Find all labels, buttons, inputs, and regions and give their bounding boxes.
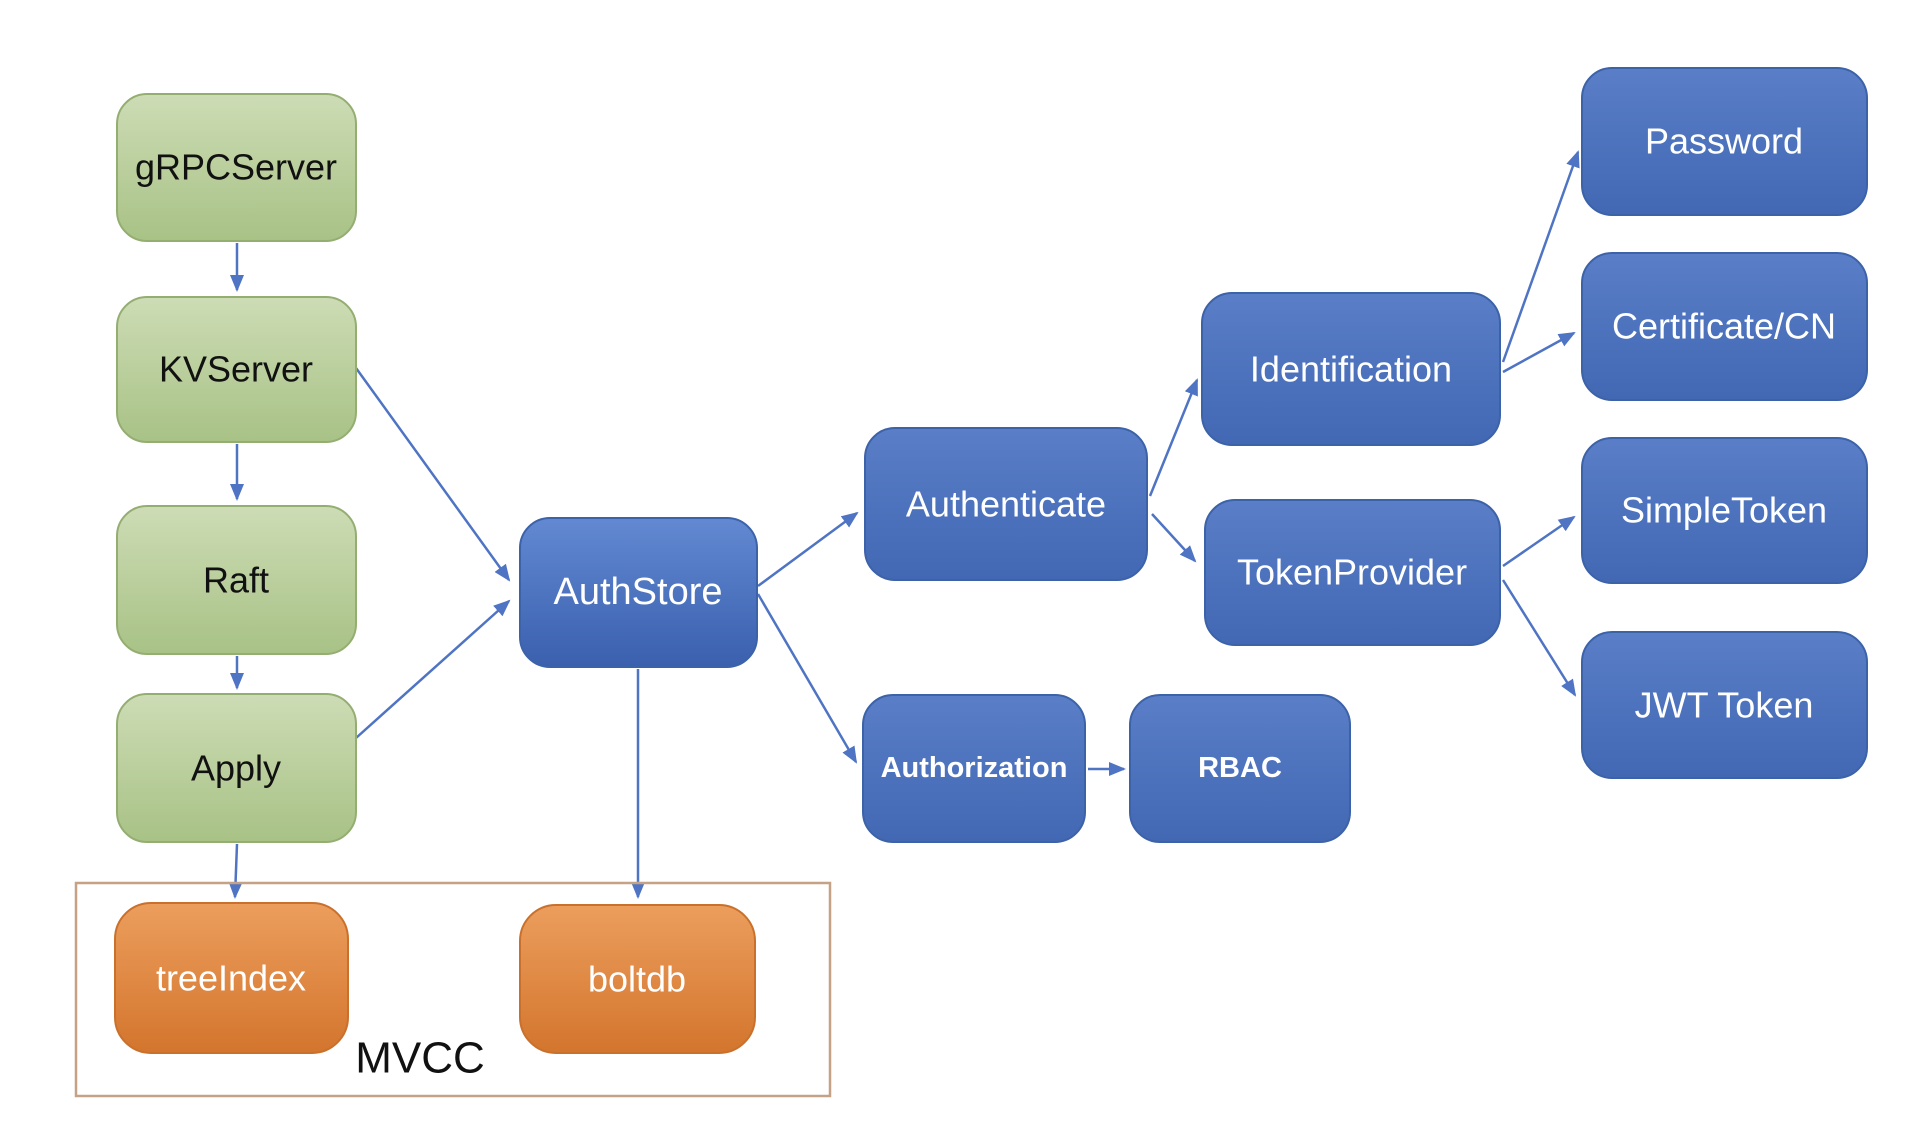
node-boltdb: boltdb <box>519 904 756 1054</box>
authenticate-label: Authenticate <box>906 484 1106 525</box>
edge-apply-authstore <box>355 599 511 739</box>
node-certificate-cn: Certificate/CN <box>1581 252 1868 401</box>
edge-layer <box>228 150 1580 899</box>
identification-label: Identification <box>1250 349 1452 390</box>
authstore-label: AuthStore <box>554 571 723 613</box>
node-apply: Apply <box>116 693 357 843</box>
password-label: Password <box>1645 121 1803 162</box>
jwt-token-label: JWT Token <box>1635 685 1814 726</box>
tokenprovider-box <box>1204 499 1501 646</box>
edge-authenticate-identification <box>1148 378 1199 497</box>
node-tokenprovider: TokenProvider <box>1204 499 1501 646</box>
edge-identification-certificate <box>1502 331 1576 374</box>
edge-authstore-authorization <box>756 593 858 764</box>
jwt-token-box <box>1581 631 1868 779</box>
node-authstore: AuthStore <box>519 517 758 668</box>
node-authenticate: Authenticate <box>864 427 1148 581</box>
edge-authenticate-tokenprovider <box>1151 513 1197 563</box>
node-identification: Identification <box>1201 292 1501 446</box>
authstore-box <box>519 517 758 668</box>
apply-label: Apply <box>191 748 281 789</box>
identification-box <box>1201 292 1501 446</box>
mvcc-container: MVCC <box>74 881 832 1098</box>
node-kvserver: KVServer <box>116 296 357 443</box>
node-grpcserver: gRPCServer <box>116 93 357 242</box>
node-treeindex: treeIndex <box>114 902 349 1054</box>
mvcc-label: MVCC <box>355 1034 485 1083</box>
authorization-label: Authorization <box>881 752 1068 784</box>
rbac-label: RBAC <box>1198 752 1282 784</box>
tokenprovider-label: TokenProvider <box>1237 552 1467 593</box>
certificate-cn-label: Certificate/CN <box>1612 306 1836 347</box>
apply-box <box>116 693 357 843</box>
edge-apply-treeindex <box>228 843 243 899</box>
treeindex-box <box>114 902 349 1054</box>
certificate-cn-box <box>1581 252 1868 401</box>
node-password: Password <box>1581 67 1868 216</box>
password-box <box>1581 67 1868 216</box>
kvserver-box <box>116 296 357 443</box>
edge-kvserver-authstore <box>354 367 511 582</box>
mvcc-container-box <box>74 881 832 1098</box>
node-simpletoken: SimpleToken <box>1581 437 1868 584</box>
simpletoken-label: SimpleToken <box>1621 490 1827 531</box>
treeindex-label: treeIndex <box>156 958 306 999</box>
grpcserver-box <box>116 93 357 242</box>
authorization-box <box>862 694 1086 843</box>
raft-label: Raft <box>203 560 269 601</box>
edge-tokenprovider-jwttoken <box>1501 579 1577 697</box>
node-rbac: RBAC <box>1129 694 1351 843</box>
raft-box <box>116 505 357 655</box>
node-jwt-token: JWT Token <box>1581 631 1868 779</box>
rbac-box <box>1129 694 1351 843</box>
authenticate-box <box>864 427 1148 581</box>
edge-authstore-authenticate <box>757 511 859 588</box>
edge-identification-password <box>1501 150 1580 363</box>
edge-tokenprovider-simpletoken <box>1502 515 1576 568</box>
node-authorization: Authorization <box>862 694 1086 843</box>
boltdb-label: boltdb <box>588 959 686 1000</box>
simpletoken-box <box>1581 437 1868 584</box>
boltdb-box <box>519 904 756 1054</box>
kvserver-label: KVServer <box>159 349 313 390</box>
grpcserver-label: gRPCServer <box>135 147 337 188</box>
node-raft: Raft <box>116 505 357 655</box>
